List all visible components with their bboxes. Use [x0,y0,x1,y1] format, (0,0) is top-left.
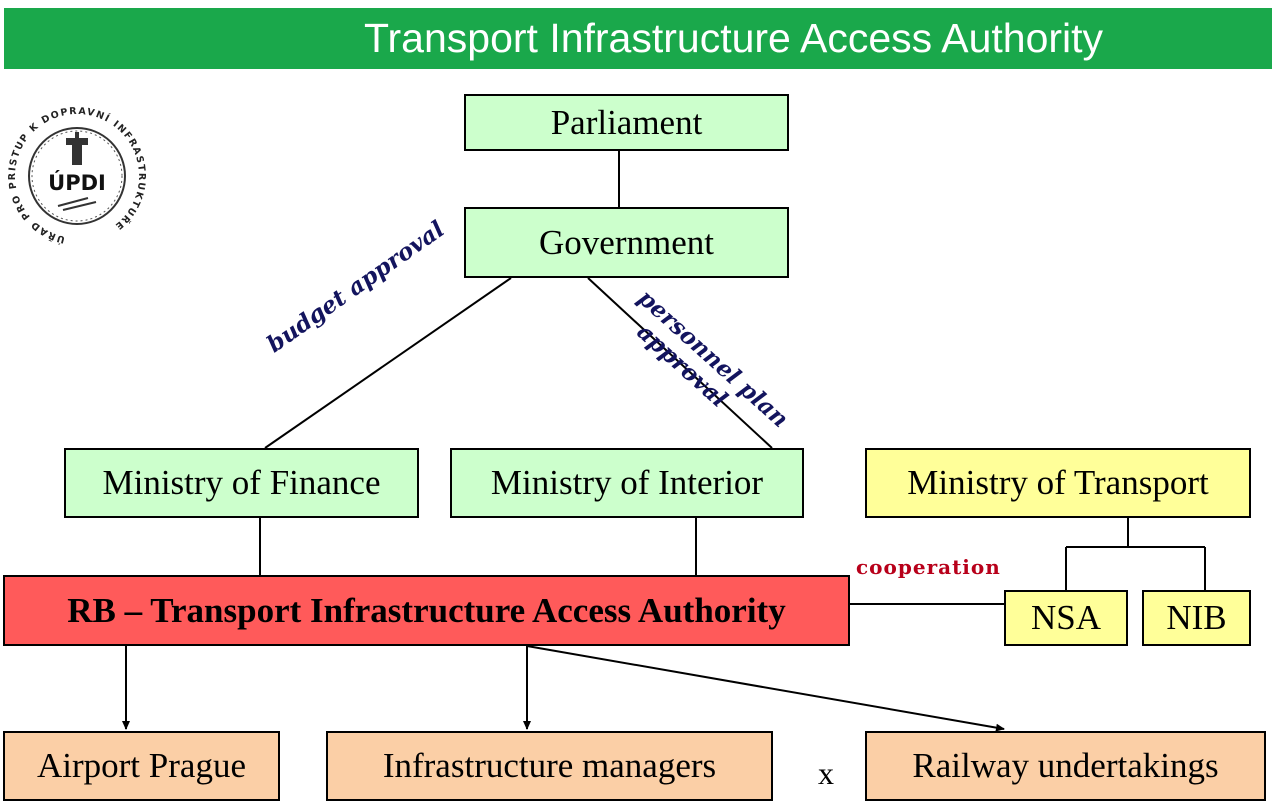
node-ministry-interior-label: Ministry of Interior [490,463,764,502]
node-ministry-interior: Ministry of Interior [450,448,804,518]
node-airport-prague-label: Airport Prague [37,746,246,785]
node-government-label: Government [539,222,714,262]
node-railway-undertakings-label: Railway undertakings [912,746,1219,785]
node-railway-undertakings: Railway undertakings [865,731,1266,801]
node-government: Government [464,207,789,278]
page-title: Transport Infrastructure Access Authorit… [364,15,1104,61]
node-parliament-label: Parliament [550,102,703,142]
node-nib: NIB [1142,590,1251,646]
node-ministry-transport-label: Ministry of Transport [907,463,1209,502]
separator-x: x [818,755,834,791]
node-nsa: NSA [1004,590,1128,646]
node-ministry-transport: Ministry of Transport [865,448,1251,518]
cooperation-text: cooperation [856,555,1001,579]
node-infrastructure-managers: Infrastructure managers [326,731,773,801]
node-regulatory-body-label: RB – Transport Infrastructure Access Aut… [67,590,786,630]
node-ministry-finance-label: Ministry of Finance [102,463,381,502]
node-nib-label: NIB [1166,598,1227,637]
node-nsa-label: NSA [1030,598,1102,637]
node-airport-prague: Airport Prague [3,731,280,801]
node-infrastructure-managers-label: Infrastructure managers [382,746,717,785]
node-regulatory-body: RB – Transport Infrastructure Access Aut… [3,575,850,646]
node-parliament: Parliament [464,94,789,151]
arrow-rb-railway [526,645,1005,732]
title-banner: Transport Infrastructure Access Authorit… [4,8,1272,69]
node-ministry-finance: Ministry of Finance [64,448,419,518]
logo-acronym: ÚPDI [48,170,106,195]
line-government-interior [587,277,773,449]
line-government-finance [264,277,512,449]
updi-logo: ÚŘAD PRO PŘÍSTUP K DOPRAVNÍ INFRASTRUKTU… [6,98,146,246]
updi-seal-icon: ÚŘAD PRO PŘÍSTUP K DOPRAVNÍ INFRASTRUKTU… [6,106,146,246]
edge-label-cooperation: cooperation [856,555,1001,579]
